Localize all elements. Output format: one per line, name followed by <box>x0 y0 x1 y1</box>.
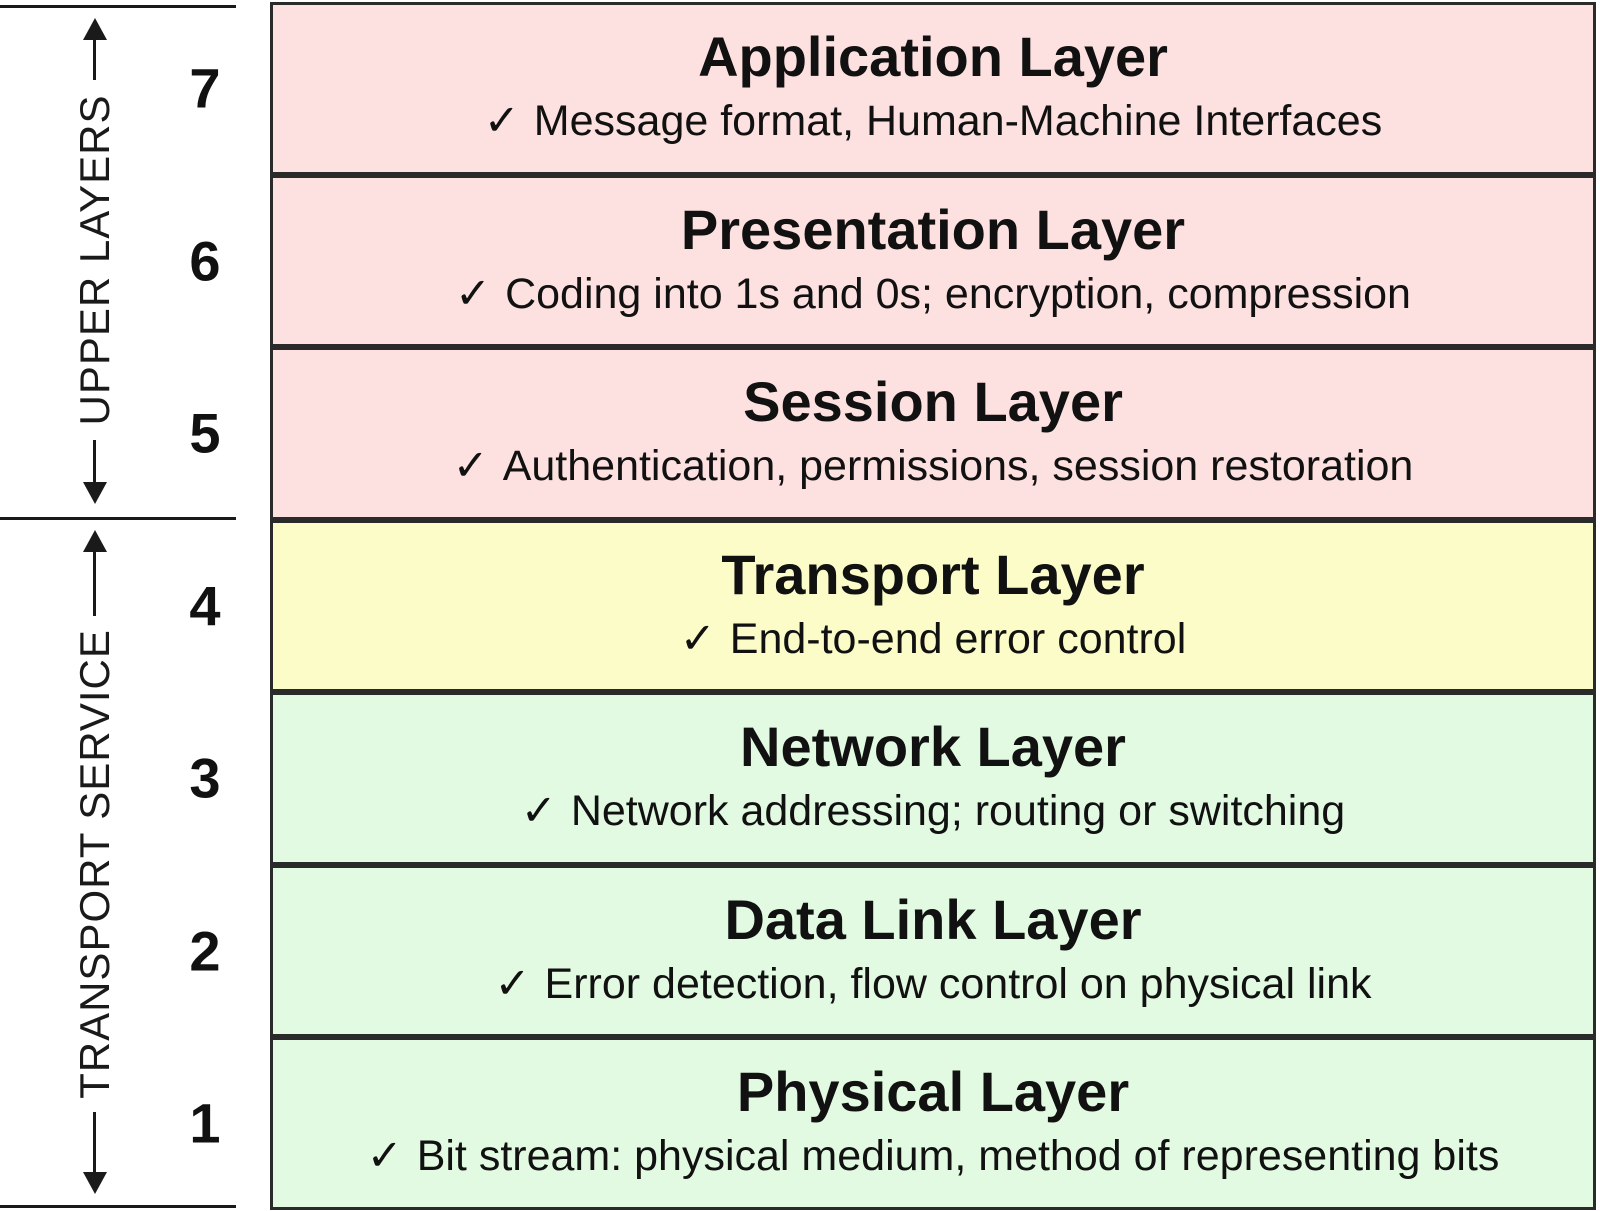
transport-service-arrow-up-icon <box>83 530 107 552</box>
layer-box: Data Link Layer ✓ Error detection, flow co… <box>270 864 1596 1037</box>
layer-description: Network addressing; routing or switching <box>570 787 1346 836</box>
top-separator <box>0 5 236 8</box>
layer-description: Message format, Human-Machine Interfaces <box>533 97 1383 146</box>
layer-number: 1 <box>189 1091 221 1155</box>
layer-description-row: ✓ Error detection, flow control on physic… <box>495 955 1372 1013</box>
checkmark-icon: ✓ <box>679 614 716 663</box>
layer-description: Coding into 1s and 0s; encryption, compr… <box>505 269 1411 318</box>
layer-number: 3 <box>189 746 221 810</box>
layer-title: Presentation Layer <box>680 197 1186 261</box>
layer-description: Bit stream: physical medium, method of r… <box>416 1132 1500 1181</box>
layer-title: Transport Layer <box>721 542 1145 606</box>
layer-box: Presentation Layer ✓ Coding into 1s and 0s… <box>270 174 1596 347</box>
transport-service-label: TRANSPORT SERVICE <box>71 629 118 1099</box>
layer-description-row: ✓ Network addressing; routing or switchin… <box>521 782 1345 840</box>
checkmark-icon: ✓ <box>520 787 557 836</box>
layer-title: Application Layer <box>698 25 1168 89</box>
checkmark-icon: ✓ <box>455 269 492 318</box>
checkmark-icon: ✓ <box>452 442 489 491</box>
layer-box: Network Layer ✓ Network addressing; routin… <box>270 692 1596 865</box>
upper-layers-arrow-line-top <box>93 38 96 80</box>
layer-description-row: ✓ End-to-end error control <box>680 610 1187 668</box>
upper-layers-arrow-up-icon <box>83 18 107 40</box>
group-separator <box>0 517 236 520</box>
layer-description: End-to-end error control <box>729 614 1187 663</box>
checkmark-icon: ✓ <box>494 959 531 1008</box>
layer-description-row: ✓ Authentication, permissions, session re… <box>453 437 1414 495</box>
layer-number: 2 <box>189 919 221 983</box>
checkmark-icon: ✓ <box>483 97 520 146</box>
layer-box: Session Layer ✓ Authentication, permission… <box>270 347 1596 520</box>
layer-title: Network Layer <box>740 715 1126 779</box>
layer-title: Physical Layer <box>736 1060 1130 1124</box>
upper-layers-arrow-line-bottom <box>93 440 96 482</box>
upper-layers-arrow-down-icon <box>83 482 107 504</box>
transport-service-arrow-line-bottom <box>93 1112 96 1172</box>
layer-description-row: ✓ Message format, Human-Machine Interface… <box>484 92 1382 150</box>
checkmark-icon: ✓ <box>366 1132 403 1181</box>
layer-box: Physical Layer ✓ Bit stream: physical medi… <box>270 1037 1596 1210</box>
layer-number: 5 <box>189 401 221 465</box>
upper-layers-label: UPPER LAYERS <box>71 94 118 426</box>
layer-title: Data Link Layer <box>724 887 1142 951</box>
layer-box: Transport Layer✓ End-to-end error control <box>270 519 1596 692</box>
layer-box: Application Layer ✓ Message format, Human-… <box>270 2 1596 175</box>
layer-description-row: ✓ Coding into 1s and 0s; encryption, comp… <box>455 265 1411 323</box>
layer-number: 4 <box>189 574 221 638</box>
layer-title: Session Layer <box>743 370 1123 434</box>
transport-service-arrow-line-top <box>93 550 96 616</box>
layer-number: 7 <box>189 56 221 120</box>
layer-description-row: ✓ Bit stream: physical medium, method of … <box>367 1127 1500 1185</box>
transport-service-arrow-down-icon <box>83 1172 107 1194</box>
layer-description: Authentication, permissions, session res… <box>502 442 1414 491</box>
bottom-separator <box>0 1205 236 1208</box>
layer-number: 6 <box>189 229 221 293</box>
layer-description: Error detection, flow control on physica… <box>544 959 1372 1008</box>
